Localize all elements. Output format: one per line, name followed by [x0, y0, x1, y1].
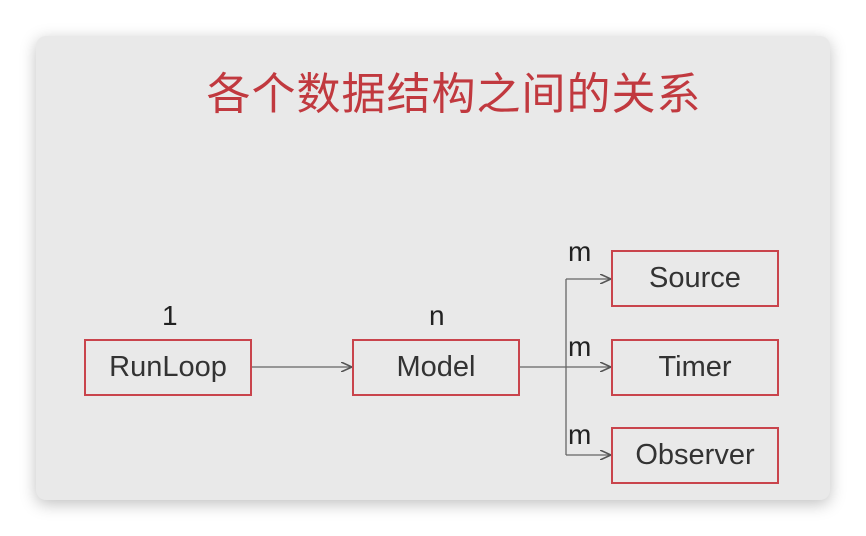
multiplicity-source: m — [568, 236, 592, 267]
multiplicity-model: n — [429, 300, 445, 331]
multiplicity-timer: m — [568, 331, 592, 362]
node-model: Model — [352, 339, 520, 396]
multiplicity-runloop: 1 — [162, 300, 178, 331]
multiplicity-observer: m — [568, 419, 592, 450]
edge-model-trunk — [519, 279, 567, 455]
node-runloop: RunLoop — [84, 339, 252, 396]
slide-title: 各个数据结构之间的关系 — [206, 69, 702, 120]
node-observer: Observer — [611, 427, 779, 484]
node-source: Source — [611, 250, 779, 307]
node-timer: Timer — [611, 339, 779, 396]
slide-card — [36, 36, 830, 500]
